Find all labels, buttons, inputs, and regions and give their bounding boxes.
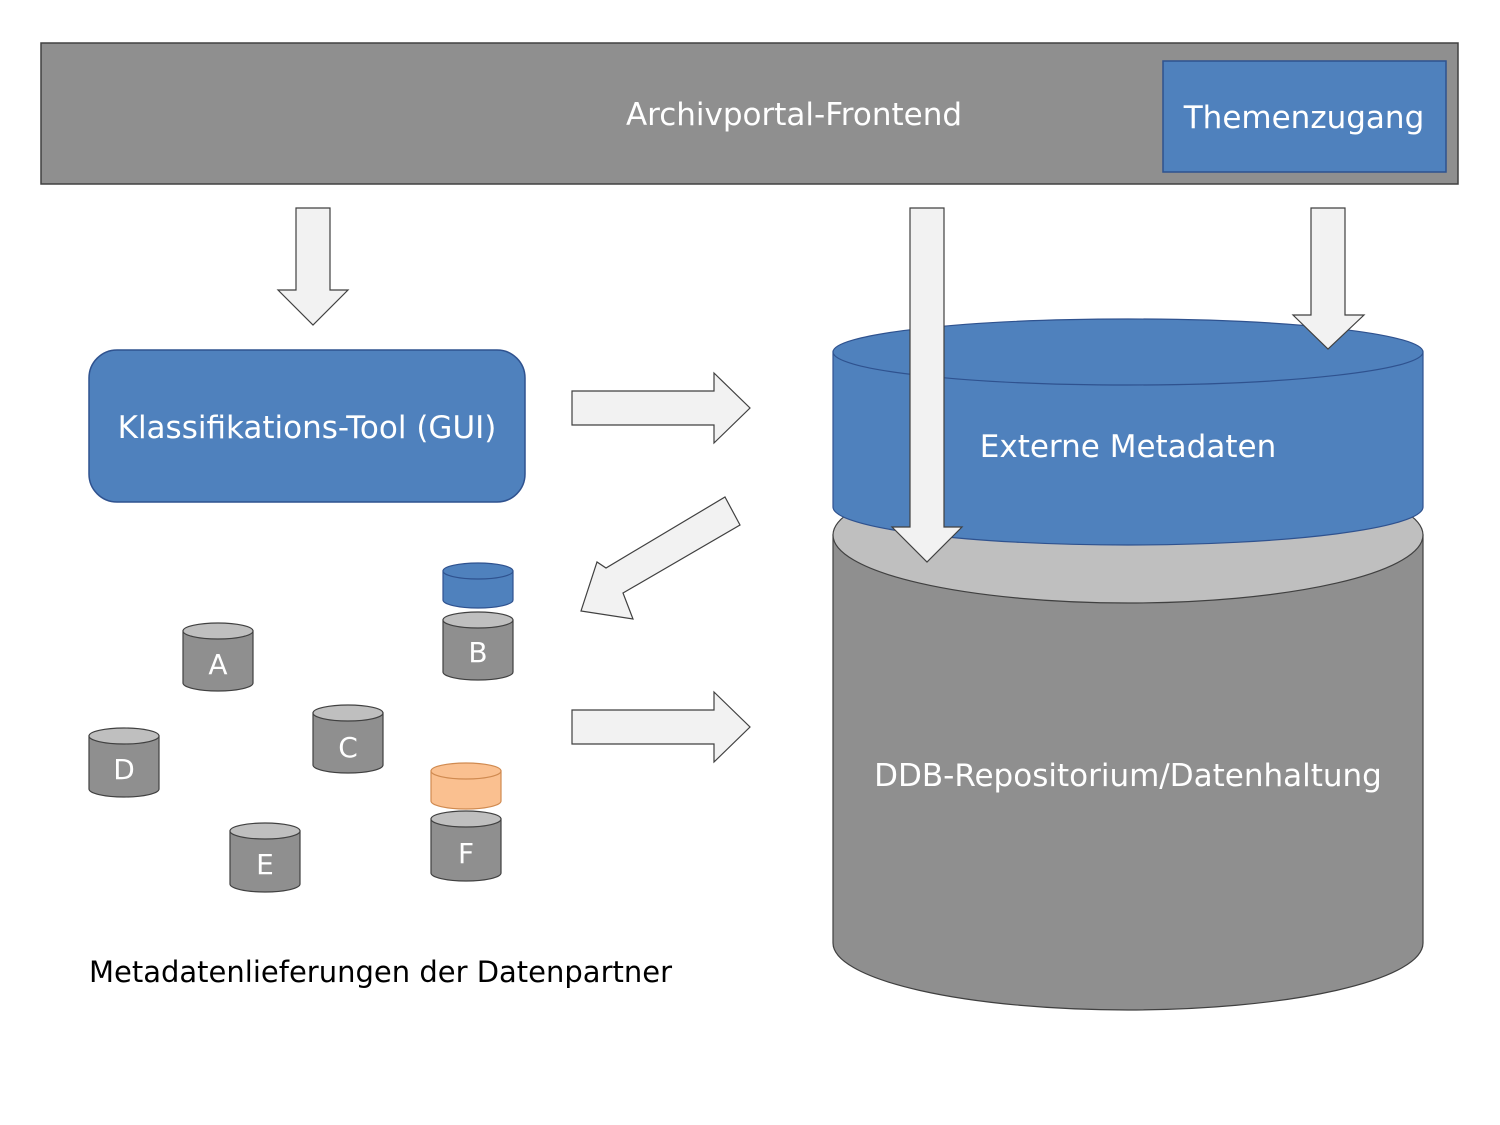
klassifikations-tool-box: Klassifikations-Tool (GUI) bbox=[88, 349, 526, 503]
arrow-frontend-to-repository bbox=[890, 207, 964, 563]
themenzugang-rect bbox=[1162, 60, 1447, 173]
source-f-label: F bbox=[458, 837, 474, 870]
klassifikations-tool-label: Klassifikations-Tool (GUI) bbox=[118, 410, 497, 446]
klassifikations-tool-rect bbox=[88, 349, 526, 503]
arrow-metadata-to-sources bbox=[580, 496, 741, 620]
source-e-label: E bbox=[256, 848, 274, 881]
source-d-top bbox=[88, 727, 160, 745]
datenpartner-caption: Metadatenlieferungen der Datenpartner bbox=[89, 955, 672, 989]
externe-metadaten-top bbox=[832, 318, 1424, 386]
repository-label: DDB-Repositorium/Datenhaltung bbox=[874, 758, 1382, 794]
source-e-body bbox=[229, 830, 301, 893]
externe-metadaten-label: Externe Metadaten bbox=[980, 429, 1276, 465]
source-b-extension-cylinder bbox=[442, 562, 514, 609]
source-cylinder-a: A bbox=[182, 622, 254, 692]
source-d-label: D bbox=[113, 753, 135, 786]
arrow-tool-to-metadata bbox=[571, 371, 751, 445]
source-b-extension-body bbox=[442, 570, 514, 609]
source-a-label: A bbox=[208, 648, 227, 681]
source-b-body bbox=[442, 619, 514, 681]
source-cylinder-d: D bbox=[88, 727, 160, 798]
externe-metadaten-body bbox=[832, 351, 1424, 546]
arrow-sources-to-repository bbox=[571, 690, 751, 764]
source-b-extension-top bbox=[442, 562, 514, 580]
repository-body bbox=[832, 534, 1424, 1011]
source-f-extension-top bbox=[430, 762, 502, 780]
themenzugang-label: Themenzugang bbox=[1183, 100, 1425, 136]
source-c-label: C bbox=[338, 731, 358, 764]
source-d-body bbox=[88, 735, 160, 798]
arrow-down-to-tool bbox=[276, 207, 350, 326]
source-f-top bbox=[430, 810, 502, 828]
source-e-top bbox=[229, 822, 301, 840]
source-cylinder-f: F bbox=[430, 810, 502, 882]
source-cylinder-c: C bbox=[312, 704, 384, 774]
source-a-body bbox=[182, 630, 254, 692]
source-cylinder-e: E bbox=[229, 822, 301, 893]
source-f-extension-cylinder bbox=[430, 762, 502, 810]
themenzugang-box: Themenzugang bbox=[1162, 60, 1447, 173]
externe-metadaten-cylinder: Externe Metadaten bbox=[832, 318, 1424, 546]
source-c-body bbox=[312, 712, 384, 774]
source-b-top bbox=[442, 611, 514, 629]
source-cylinder-b: B bbox=[442, 611, 514, 681]
arrow-themenzugang-to-metadata bbox=[1291, 207, 1366, 350]
frontend-label: Archivportal-Frontend bbox=[626, 97, 962, 133]
source-b-label: B bbox=[468, 636, 487, 669]
source-a-top bbox=[182, 622, 254, 640]
source-f-extension-body bbox=[430, 770, 502, 810]
source-f-body bbox=[430, 818, 502, 882]
source-c-top bbox=[312, 704, 384, 722]
